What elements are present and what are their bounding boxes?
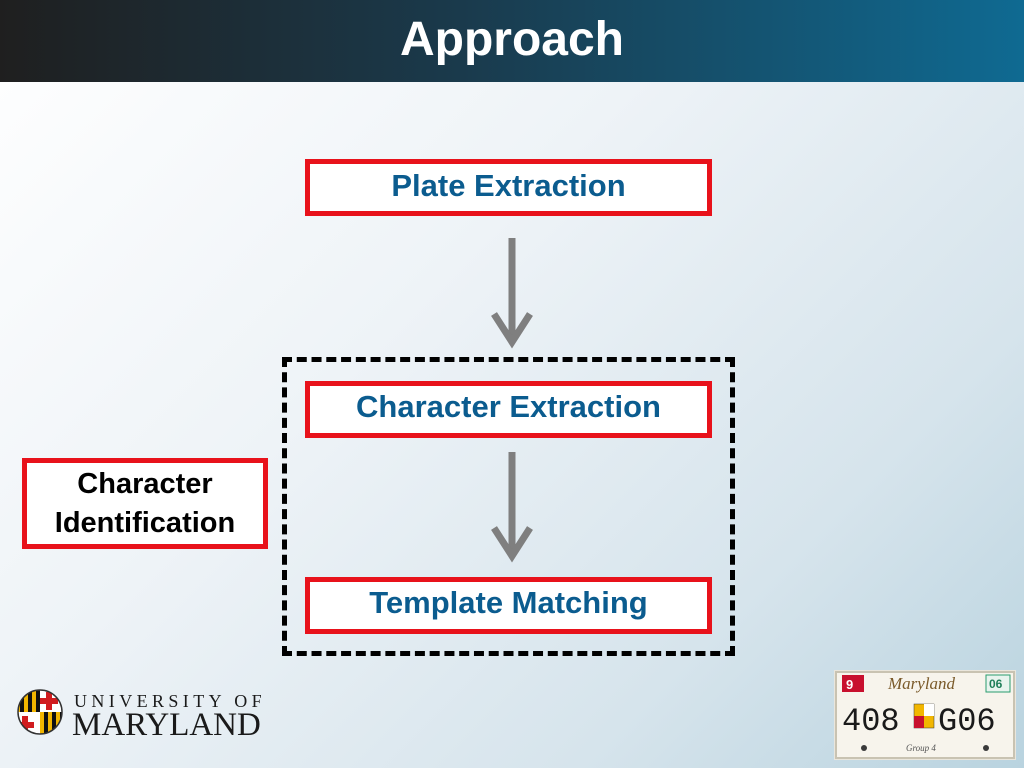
plate-month: 9 [846, 677, 853, 692]
license-plate-image: 9 Maryland 06 408 G06 Group 4 [834, 670, 1016, 760]
character-identification-group [282, 357, 735, 656]
plate-state: Maryland [887, 674, 956, 693]
maryland-flag-icon [18, 690, 62, 734]
plate-number: 408 [842, 703, 900, 740]
plate-year: 06 [989, 677, 1003, 691]
title-bar [0, 0, 1024, 82]
slide-title: Approach [399, 13, 624, 66]
plate-extraction-label: Plate Extraction [391, 168, 626, 203]
plate-extraction-box: Plate Extraction [305, 159, 712, 216]
arrow-down-icon [491, 452, 533, 563]
logo-line1: UNIVERSITY OF [74, 691, 266, 711]
template-matching-label: Template Matching [369, 585, 648, 620]
character-extraction-label: Character Extraction [356, 389, 661, 424]
plate-number-2: G06 [938, 703, 996, 740]
template-matching-box: Template Matching [305, 577, 712, 634]
university-logo: UNIVERSITY OF MARYLAND [17, 689, 266, 740]
arrow-down-icon [491, 238, 533, 349]
character-identification-box: Character Identification [22, 458, 268, 549]
character-identification-line1: Character [77, 468, 213, 500]
logo-line2: MARYLAND [72, 707, 261, 740]
character-identification-line2: Identification [54, 507, 236, 539]
plate-caption: Group 4 [906, 743, 936, 753]
character-extraction-box: Character Extraction [305, 381, 712, 438]
